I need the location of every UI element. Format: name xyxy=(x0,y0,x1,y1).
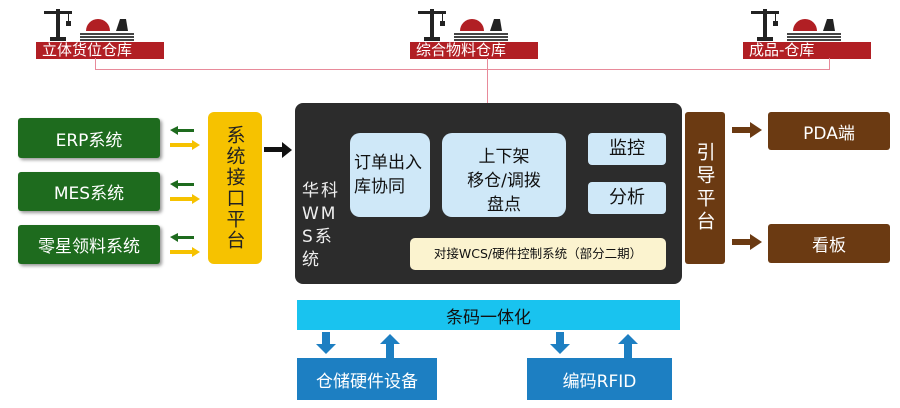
connector-line xyxy=(95,69,830,70)
arrow-left-icon xyxy=(170,180,194,189)
shelf-line: 上下架 xyxy=(478,147,530,167)
arrow-right-icon xyxy=(170,247,200,257)
connector-line xyxy=(487,58,488,104)
erp-system-box: ERP系统 xyxy=(18,118,160,158)
analysis-module: 分析 xyxy=(588,182,666,214)
warehouse-icon xyxy=(44,9,134,41)
warehouse-label: 成品-仓库 xyxy=(743,42,871,59)
wms-title: 华科WMS系统 xyxy=(302,181,340,270)
arrow-right-icon xyxy=(264,142,292,158)
warehouse-icon xyxy=(751,9,841,41)
connector-line xyxy=(829,58,830,70)
arrow-right-icon xyxy=(732,234,762,250)
arrow-left-icon xyxy=(170,126,194,135)
warehouse-label: 综合物料仓库 xyxy=(410,42,538,59)
shelf-line: 盘点 xyxy=(487,195,521,215)
warehouse-icon xyxy=(418,9,508,41)
arrow-right-icon xyxy=(170,194,200,204)
wcs-module: 对接WCS/硬件控制系统（部分二期） xyxy=(410,238,666,270)
arrow-right-icon xyxy=(732,122,762,138)
interface-platform: 系统接口平台 xyxy=(208,112,262,264)
storage-hardware-box: 仓储硬件设备 xyxy=(297,358,437,400)
bidirectional-arrows xyxy=(170,126,200,257)
vertical-arrows xyxy=(316,332,638,358)
pda-box: PDA端 xyxy=(768,112,890,150)
shelf-module: 上下架 移仓/调拨 盘点 xyxy=(442,133,566,217)
warehouse-label: 立体货位仓库 xyxy=(36,42,164,59)
misc-material-system-box: 零星领料系统 xyxy=(18,225,160,264)
shelf-line: 移仓/调拨 xyxy=(467,171,541,191)
monitor-module: 监控 xyxy=(588,133,666,165)
mes-system-box: MES系统 xyxy=(18,172,160,211)
arrow-right-icon xyxy=(170,140,200,150)
dashboard-box: 看板 xyxy=(768,224,890,263)
order-coordination-module: 订单出入库协同 xyxy=(350,133,430,217)
arrow-left-icon xyxy=(170,233,194,242)
rfid-encoding-box: 编码RFID xyxy=(527,358,672,400)
connector-line xyxy=(95,58,96,70)
barcode-integration-bar: 条码一体化 xyxy=(297,300,680,330)
guide-platform: 引导平台 xyxy=(685,112,725,264)
